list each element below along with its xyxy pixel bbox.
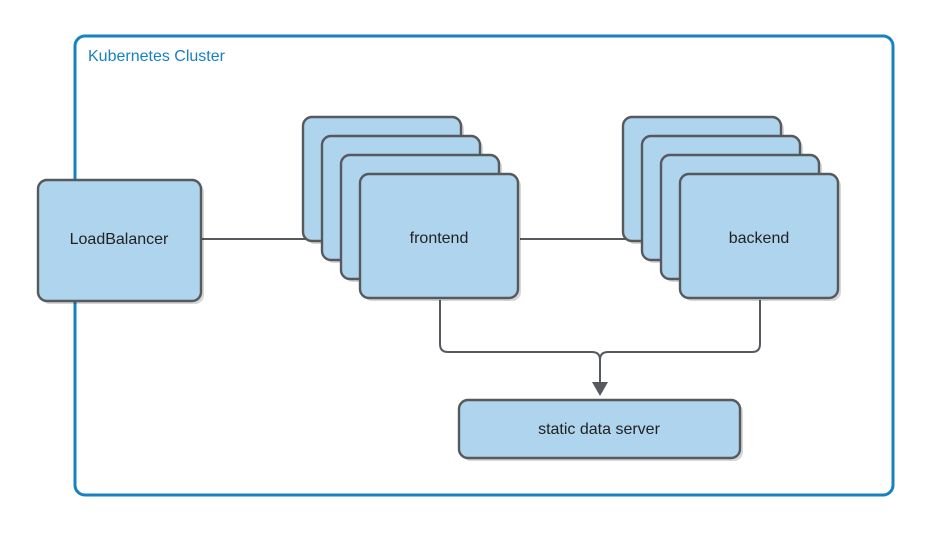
arrowhead-icon bbox=[592, 382, 608, 396]
node-backend[interactable]: backend bbox=[621, 115, 841, 301]
node-shape[interactable] bbox=[457, 398, 742, 460]
node-stack-card-1[interactable] bbox=[358, 172, 520, 300]
edge-frontend-to-static-data-server[interactable] bbox=[439, 300, 608, 396]
node-loadbalancer[interactable]: LoadBalancer bbox=[36, 178, 204, 304]
edge-backend-to-static-data-server[interactable] bbox=[599, 300, 761, 382]
cluster-label: Kubernetes Cluster bbox=[88, 48, 226, 65]
node-stack-card-1[interactable] bbox=[678, 172, 840, 300]
node-shape[interactable] bbox=[36, 178, 203, 303]
node-static-data-server[interactable]: static data server bbox=[457, 398, 743, 461]
edge-line bbox=[599, 300, 761, 382]
node-frontend[interactable]: frontend bbox=[301, 115, 521, 301]
edge-line bbox=[439, 300, 601, 382]
